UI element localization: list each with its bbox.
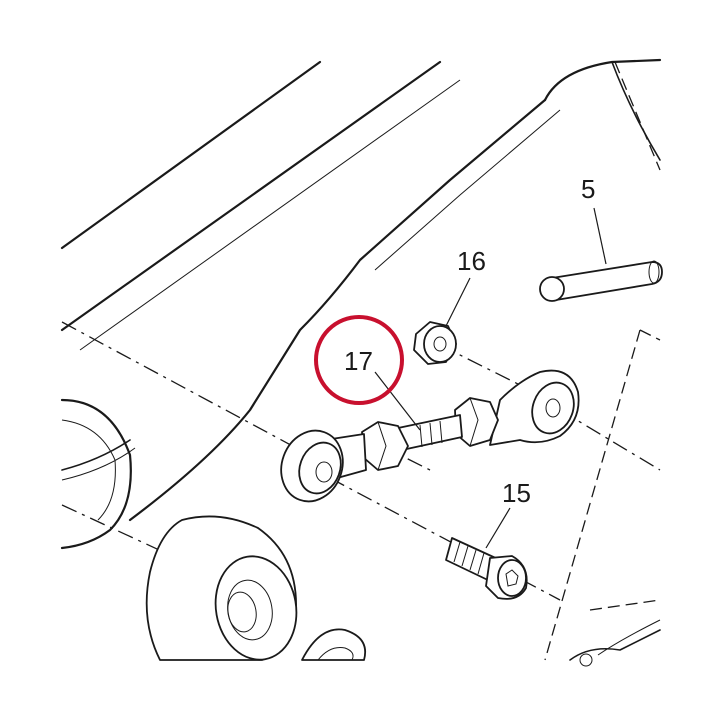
callout-15: 15 — [502, 478, 531, 508]
bolt-part-15 — [445, 537, 528, 600]
highlight-circle — [314, 315, 404, 405]
link-rod-part-17 — [280, 369, 580, 503]
callout-5: 5 — [581, 174, 595, 204]
leader-lines — [374, 207, 607, 549]
frame-outline — [60, 58, 662, 522]
nut-part-16 — [413, 321, 457, 365]
frame-bottom-right — [569, 619, 661, 667]
pin-part-5 — [539, 260, 663, 302]
callout-16: 16 — [457, 246, 486, 276]
callout-17: 17 — [344, 346, 373, 376]
left-bushing — [60, 398, 132, 550]
washer — [301, 628, 366, 661]
frame-dashed-boundary — [544, 61, 661, 661]
roller — [145, 515, 298, 661]
